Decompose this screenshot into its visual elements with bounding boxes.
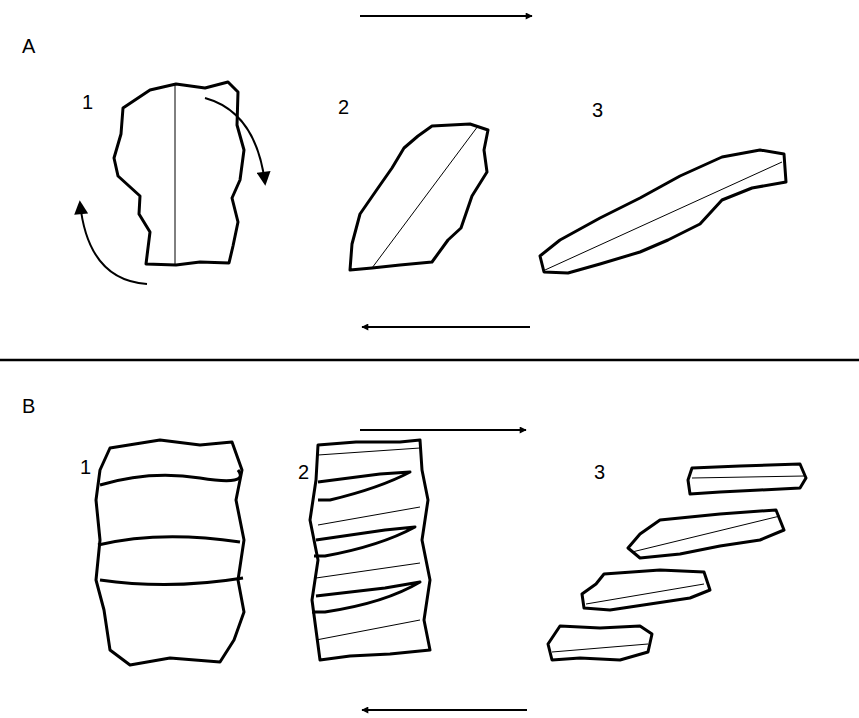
reference-line: [586, 584, 704, 604]
clast: [548, 626, 652, 660]
stage-number: 1: [80, 457, 91, 477]
clast: [114, 82, 244, 265]
fracture: [314, 527, 415, 556]
fracture: [312, 582, 420, 612]
shear-arrow: [362, 326, 530, 328]
clast: [540, 150, 786, 273]
reference-line: [552, 644, 648, 652]
divider-line: [0, 359, 859, 362]
fracture: [100, 578, 243, 585]
shear-arrow: [362, 709, 527, 711]
reference-line: [318, 507, 420, 525]
clast: [582, 570, 710, 610]
shear-arrow: [360, 429, 526, 431]
reference-line: [545, 162, 782, 270]
reference-line: [318, 448, 420, 455]
shear-arrow: [360, 15, 532, 17]
reference-line: [175, 85, 176, 264]
stage-number: 2: [338, 97, 349, 117]
clast: [96, 440, 244, 665]
fracture: [98, 537, 240, 545]
reference-line: [632, 516, 780, 552]
reference-line: [316, 563, 420, 578]
fracture: [318, 472, 410, 500]
panel-letter: A: [22, 36, 35, 56]
stage-number: 3: [594, 462, 605, 482]
clast: [688, 464, 806, 494]
stage-number: 1: [82, 92, 93, 112]
rotation-arrow: [80, 203, 147, 284]
stage-number: 3: [592, 100, 603, 120]
rotation-arrow: [205, 98, 265, 183]
fracture: [100, 470, 240, 485]
reference-line: [316, 620, 420, 640]
stage-number: 2: [298, 462, 309, 482]
clast: [628, 510, 784, 558]
panel-letter: B: [22, 396, 35, 416]
clast: [310, 440, 430, 660]
reference-line: [372, 126, 478, 268]
reference-line: [692, 476, 804, 478]
clast: [350, 124, 488, 270]
